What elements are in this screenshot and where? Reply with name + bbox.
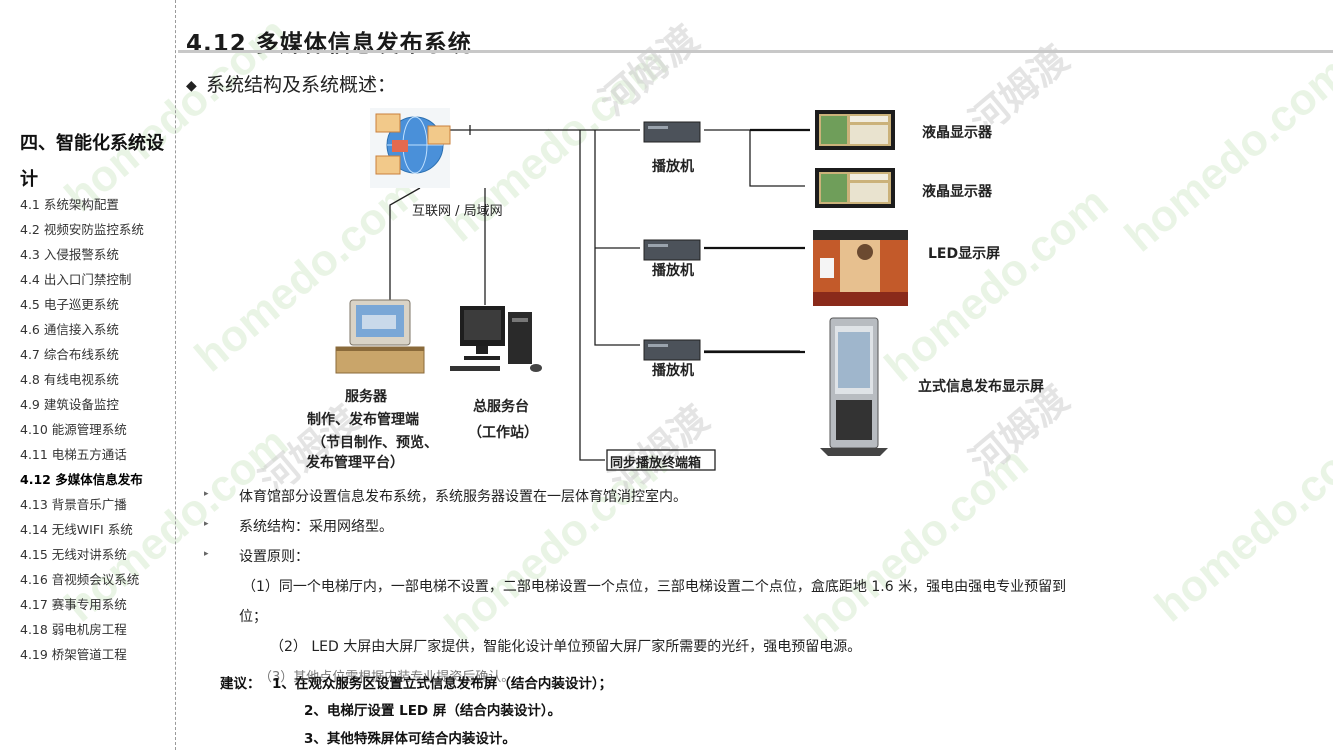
watermark: homedo.com [1115, 47, 1333, 262]
sidebar-item[interactable]: 4.10 能源管理系统 [20, 422, 127, 437]
led-screen-icon [813, 230, 908, 306]
server-desc: 发布管理平台） [306, 455, 404, 471]
diagram-lines [335, 108, 908, 471]
system-diagram: 互联网 / 局域网 播放机 播放机 播放机 液晶显示器 液晶显示器 LED显示屏… [300, 100, 1100, 480]
player-box-icon [643, 121, 701, 143]
description-line: （3）其他点位需根据内装专业提资后确认。 [259, 670, 515, 685]
watermark: homedo.com [1145, 417, 1333, 632]
sidebar-item[interactable]: 4.2 视频安防监控系统 [20, 222, 144, 237]
sidebar-item[interactable]: 4.4 出入口门禁控制 [20, 272, 132, 287]
lcd-screen-icon [815, 168, 895, 208]
description-line: ▸体育馆部分设置信息发布系统，系统服务器设置在一层体育馆消控室内。 [204, 489, 687, 505]
network-label: 互联网 / 局域网 [412, 204, 503, 219]
bullet-triangle-icon: ▸ [204, 489, 209, 499]
sidebar-item[interactable]: 4.18 弱电机房工程 [20, 622, 127, 637]
sidebar-item[interactable]: 4.3 入侵报警系统 [20, 247, 119, 262]
player-label: 播放机 [652, 263, 694, 279]
recommendation-prefix: 建议： [220, 676, 261, 692]
recommendation-item: 1、在观众服务区设置立式信息发布屏（结合内装设计）； [272, 676, 613, 692]
description-line: ▸系统结构：采用网络型。 [204, 519, 393, 535]
sidebar-item[interactable]: 4.15 无线对讲系统 [20, 547, 127, 562]
sidebar-item[interactable]: 4.6 通信接入系统 [20, 322, 119, 337]
server-desc: 制作、发布管理端 [307, 412, 419, 428]
section-subheading: ◆ 系统结构及系统概述： [186, 70, 396, 97]
sidebar-item[interactable]: 4.7 综合布线系统 [20, 347, 119, 362]
description-line: （2） LED 大屏由大屏厂家提供，智能化设计单位预留大屏厂家所需要的光纤，强电… [270, 639, 862, 655]
sidebar-divider [175, 0, 176, 750]
bullet-triangle-icon: ▸ [204, 519, 209, 529]
sidebar-item[interactable]: 4.5 电子巡更系统 [20, 297, 119, 312]
description-line: （1）同一个电梯厅内，一部电梯不设置，二部电梯设置一个点位，三部电梯设置二个点位… [242, 579, 1067, 595]
workstation-desc: （工作站） [468, 425, 538, 441]
lcd-label: 液晶显示器 [922, 125, 992, 141]
player-box-icon [643, 339, 701, 361]
kiosk-display-icon [820, 317, 888, 456]
sidebar-item[interactable]: 4.1 系统架构配置 [20, 197, 119, 212]
server-desc: （节目制作、预览、 [312, 435, 438, 451]
sidebar-item[interactable]: 4.19 桥架管道工程 [20, 647, 127, 662]
recommendation-item: 2、电梯厅设置 LED 屏（结合内装设计）。 [304, 703, 562, 719]
description-line: ▸设置原则： [204, 549, 309, 565]
server-label: 服务器 [345, 389, 387, 405]
sidebar-section-title: 四、智能化系统设计 [20, 133, 164, 190]
lcd-screen-icon [815, 110, 895, 150]
player-box-icon [643, 239, 701, 261]
sidebar: 四、智能化系统设计 4.1 系统架构配置 4.2 视频安防监控系统 4.3 入侵… [0, 0, 176, 750]
subheading-text: 系统结构及系统概述： [206, 74, 397, 96]
terminal-label: 同步播放终端箱 [610, 456, 702, 471]
bullet-triangle-icon: ▸ [204, 549, 209, 559]
sidebar-item[interactable]: 4.8 有线电视系统 [20, 372, 119, 387]
workstation-computer-icon [450, 306, 542, 372]
title-rule [178, 50, 1333, 53]
kiosk-label: 立式信息发布显示屏 [918, 379, 1044, 395]
led-label: LED显示屏 [928, 246, 1001, 262]
recommendation-item: 3、其他特殊屏体可结合内装设计。 [304, 731, 516, 747]
network-globe-icon [370, 108, 451, 188]
sidebar-nav: 4.1 系统架构配置 4.2 视频安防监控系统 4.3 入侵报警系统 4.4 出… [20, 196, 144, 671]
player-label: 播放机 [652, 159, 694, 175]
diamond-bullet-icon: ◆ [186, 77, 197, 94]
sidebar-item[interactable]: 4.11 电梯五方通话 [20, 447, 127, 462]
sidebar-item[interactable]: 4.12 多媒体信息发布 [20, 472, 143, 487]
description-line: 位； [239, 609, 267, 625]
sidebar-item[interactable]: 4.14 无线WIFI 系统 [20, 522, 133, 537]
player-label: 播放机 [652, 363, 694, 379]
sidebar-item[interactable]: 4.17 赛事专用系统 [20, 597, 127, 612]
sidebar-item[interactable]: 4.16 音视频会议系统 [20, 572, 140, 587]
terminal-box-frame [606, 449, 716, 471]
sidebar-item[interactable]: 4.9 建筑设备监控 [20, 397, 119, 412]
server-monitor-icon [335, 299, 425, 374]
lcd-label: 液晶显示器 [922, 184, 992, 200]
sidebar-item[interactable]: 4.13 背景音乐广播 [20, 497, 127, 512]
workstation-label: 总服务台 [473, 399, 529, 415]
